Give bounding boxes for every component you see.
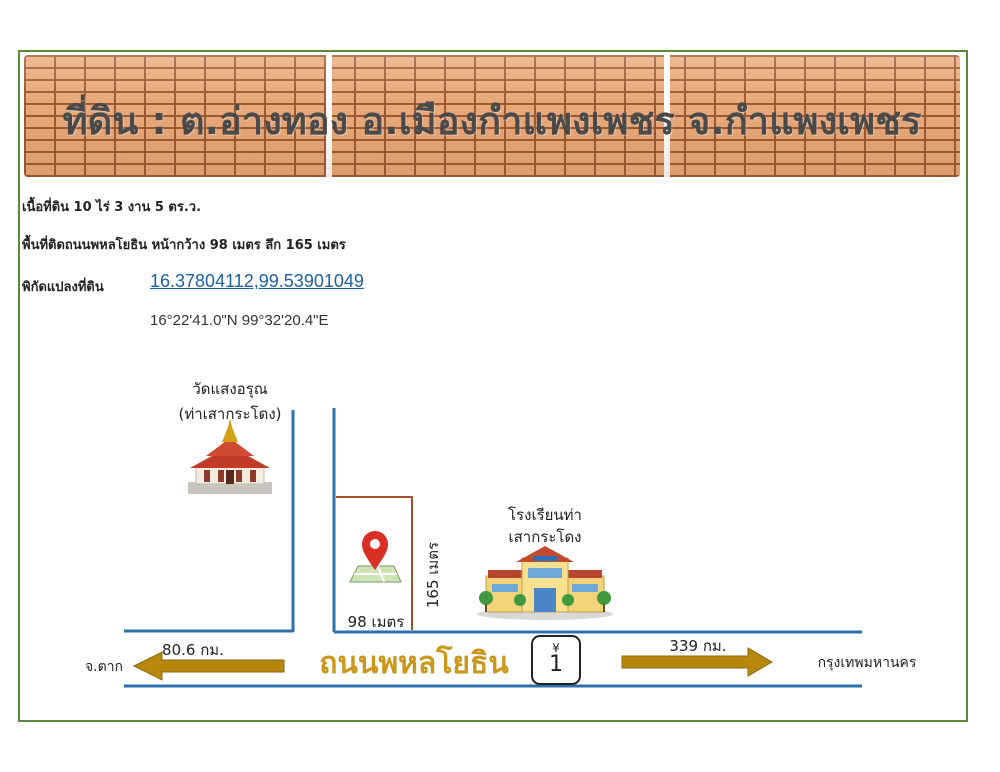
left-distance-label: 80.6 กม.	[162, 641, 224, 659]
arrow-right-icon	[621, 647, 773, 677]
coordinate-link[interactable]: 16.37804112,99.53901049	[150, 271, 364, 291]
temple-name-line1: วัดแสงอรุณ	[192, 380, 268, 398]
diagram-frame	[18, 50, 968, 722]
svg-text:¥: ¥	[552, 641, 560, 655]
land-plot-border	[336, 496, 413, 630]
banner-divider	[326, 55, 332, 177]
left-destination-label: จ.ตาก	[84, 659, 124, 675]
arrow-left-icon	[132, 651, 285, 681]
plot-depth-label: 165 เมตร	[424, 541, 442, 609]
highway-number: 1	[549, 652, 563, 677]
coordinate-label: พิกัดแปลงที่ดิน	[22, 280, 104, 295]
temple-name-line2: (ท่าเสากระโดง)	[178, 405, 282, 423]
school-name-line1: โรงเรียนท่า	[508, 506, 582, 524]
page-title: ที่ดิน : ต.อ่างทอง อ.เมืองกำแพงเพชร จ.กำ…	[62, 99, 922, 143]
highway-shield-icon: ¥	[531, 635, 581, 685]
right-distance-label: 339 กม.	[669, 637, 727, 655]
land-area-text: เนื้อที่ดิน 10 ไร่ 3 งาน 5 ตร.ว.	[22, 200, 202, 215]
school-name-line2: เสากระโดง	[508, 528, 582, 546]
location-pin-icon	[349, 531, 402, 583]
right-destination-label: กรุงเทพมหานคร	[817, 655, 917, 671]
school-icon	[477, 546, 613, 620]
stone-banner	[24, 55, 960, 177]
road-name-label: ถนนพหลโยธิน	[319, 646, 509, 681]
banner-divider	[664, 55, 670, 177]
temple-icon	[188, 418, 272, 494]
plot-width-label: 98 เมตร	[347, 613, 405, 631]
coordinate-dms-text: 16°22'41.0"N 99°32'20.4"E	[150, 312, 329, 329]
frontage-text: พื้นที่ติดถนนพหลโยธิน หน้ากว้าง 98 เมตร …	[22, 238, 346, 253]
